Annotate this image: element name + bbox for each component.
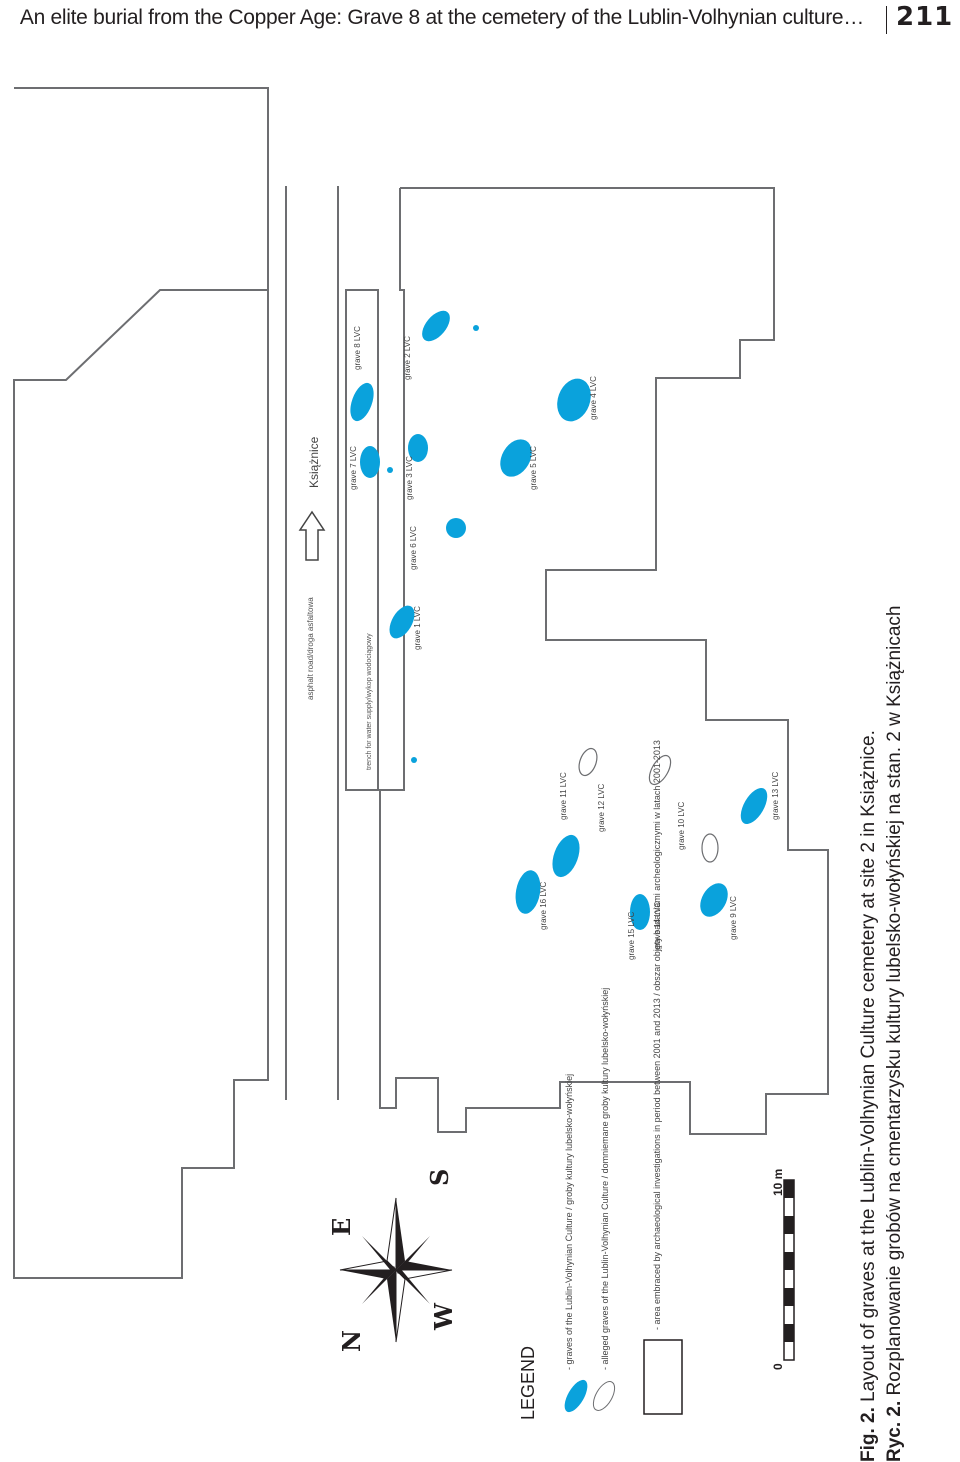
compass-label-s: S <box>425 1169 454 1186</box>
grave-shape <box>552 834 580 878</box>
compass-label-w: W <box>429 1302 458 1331</box>
legend-grave-icon <box>564 1379 588 1413</box>
compass-rose-icon <box>339 1197 453 1343</box>
grave-label: grave 10 LVC <box>677 801 686 850</box>
trench-outline <box>345 289 379 791</box>
legend-alleged-icon <box>592 1381 616 1411</box>
direction-label: Książnice <box>307 436 321 488</box>
legend-item: - alleged graves of the Lublin-Volhynian… <box>600 988 610 1370</box>
grave-label: grave 2 LVC <box>403 336 412 380</box>
grave-shape <box>360 446 380 478</box>
figure: asphalt road/droga asfaltowa trench for … <box>0 40 960 1462</box>
caption-pl-label: Ryc. 2. <box>884 1400 905 1462</box>
grave-label: grave 13 LVC <box>771 771 780 820</box>
grave-label: grave 11 LVC <box>559 772 568 820</box>
legend-item: - area embraced by archaeological invest… <box>652 740 662 1330</box>
grave-label: grave 8 LVC <box>353 326 362 370</box>
grave-shape <box>515 870 541 914</box>
scale-bar <box>783 1179 795 1361</box>
grave-label: grave 3 LVC <box>405 456 414 500</box>
grave-label: grave 1 LVC <box>413 606 422 650</box>
grave-shape <box>387 467 393 473</box>
grave-shape <box>557 378 591 422</box>
legend-area-icon <box>643 1339 683 1415</box>
running-title: An elite burial from the Copper Age: Gra… <box>19 6 864 29</box>
scale-start: 0 <box>771 1363 785 1370</box>
grave-shape <box>500 439 532 477</box>
grave-label: grave 16 LVC <box>539 881 548 930</box>
grave-label: grave 9 LVC <box>729 896 738 940</box>
site-plan-map: asphalt road/droga asfaltowa trench for … <box>13 87 829 1420</box>
alleged-grave-shape <box>648 754 672 786</box>
grave-label: grave 12 LVC <box>597 783 606 832</box>
grave-shape <box>408 434 428 462</box>
caption-en-text: Layout of graves at the Lublin-Volhynian… <box>858 730 879 1408</box>
grave-shape <box>446 518 466 538</box>
alleged-grave-shape <box>701 833 719 863</box>
header-divider <box>886 6 887 34</box>
grave-label: grave 5 LVC <box>529 446 538 490</box>
legend-title: LEGEND <box>518 1346 538 1420</box>
caption-english: Fig. 2. Layout of graves at the Lublin-V… <box>858 730 880 1462</box>
caption-en-label: Fig. 2. <box>858 1407 879 1462</box>
grave-label: grave 15 LVC <box>627 911 636 960</box>
grave-shape <box>740 787 768 825</box>
legend-item: - graves of the Lublin-Volhynian Culture… <box>564 1074 574 1370</box>
grave-shape <box>630 894 650 930</box>
page-header: An elite burial from the Copper Age: Gra… <box>0 2 960 36</box>
trench-label: trench for water supply/wykop wodociągow… <box>366 633 373 770</box>
building-outline <box>13 87 269 1279</box>
grave-label: grave 6 LVC <box>409 526 418 570</box>
road-label: asphalt road/droga asfaltowa <box>306 597 315 700</box>
grave-shape <box>473 325 479 331</box>
direction-arrow-icon <box>298 510 326 561</box>
caption-pl-text: Rozplanowanie grobów na cmentarzysku kul… <box>884 605 905 1401</box>
investigated-area-outline <box>379 187 829 1135</box>
grave-label: grave 7 LVC <box>349 446 358 490</box>
scale-end: 10 m <box>771 1169 785 1196</box>
page-number: 211 <box>896 2 954 32</box>
alleged-grave-shape <box>578 747 598 777</box>
grave-shape <box>422 310 450 342</box>
grave-shape <box>389 605 415 639</box>
grave-shape <box>350 382 374 422</box>
grave-shape <box>700 883 728 917</box>
compass-label-e: E <box>327 1218 356 1236</box>
caption-polish: Ryc. 2. Rozplanowanie grobów na cmentarz… <box>884 606 906 1462</box>
grave-shape <box>411 757 417 763</box>
grave-label: grave 14 LVC <box>653 901 662 950</box>
grave-label: grave 4 LVC <box>589 376 598 420</box>
compass-label-n: N <box>337 1330 366 1352</box>
